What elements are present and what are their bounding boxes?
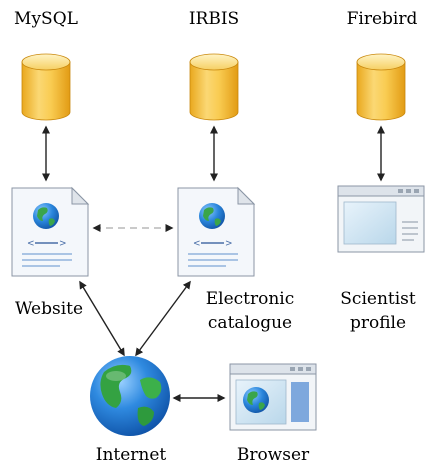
scientist-profile-window-icon — [337, 185, 425, 253]
arrow-catalogue-internet — [135, 280, 191, 357]
catalogue-document-icon: < > — [177, 186, 256, 277]
internet-globe-icon — [90, 356, 170, 436]
svg-text:<: < — [27, 239, 35, 249]
label-firebird: Firebird — [346, 9, 418, 29]
svg-text:>: > — [225, 239, 233, 249]
database-mysql-icon — [21, 53, 71, 121]
database-irbis-icon — [189, 53, 239, 121]
label-irbis: IRBIS — [188, 9, 240, 29]
label-scientist-line2: profile — [349, 313, 407, 333]
arrow-website-internet — [79, 280, 125, 357]
label-scientist-line1: Scientist — [340, 289, 416, 309]
svg-text:>: > — [59, 239, 67, 249]
svg-text:<: < — [193, 239, 201, 249]
browser-window-icon — [229, 363, 317, 431]
label-website: Website — [14, 299, 84, 319]
label-internet: Internet — [95, 445, 167, 465]
label-catalogue-line1: Electronic — [205, 289, 295, 309]
database-firebird-icon — [356, 53, 406, 121]
website-document-icon: < > — [11, 186, 90, 277]
label-catalogue-line2: catalogue — [207, 313, 293, 333]
label-browser: Browser — [236, 445, 310, 465]
label-mysql: MySQL — [14, 9, 78, 29]
